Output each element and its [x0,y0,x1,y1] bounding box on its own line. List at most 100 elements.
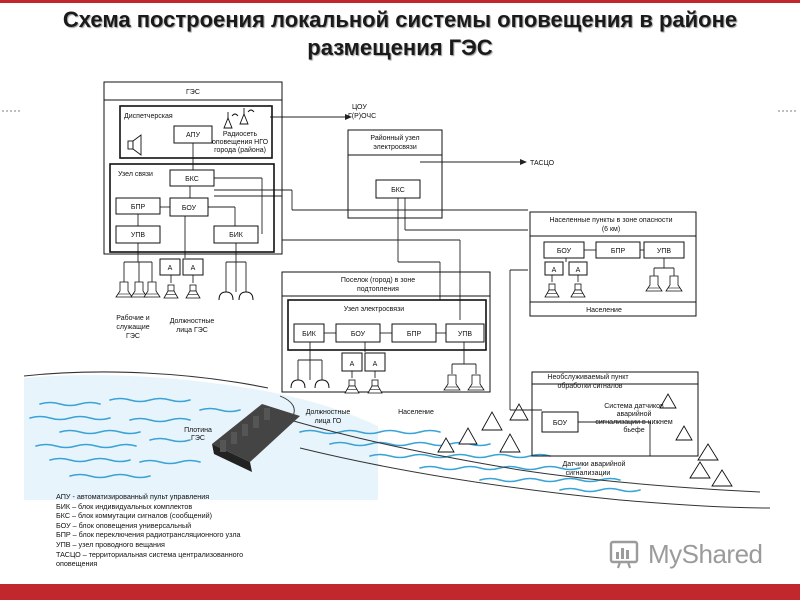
dam-graphic [212,404,300,472]
ges-amp-label-2: А [191,265,196,272]
dam-label-line2: ГЭС [191,435,205,442]
village-amp-block-1 [341,352,363,372]
ges-worker-speakers [115,281,161,298]
tsou-label-line1: ЦОУ [352,104,367,111]
comm-node-label: Узел связи [118,171,153,178]
sensor-system-label-line2: аварийной [617,410,652,418]
workers-label-line3: ГЭС [126,333,140,340]
unattended-bou-block [541,411,579,433]
ges-official-horns [163,284,201,299]
village-amp-block-2 [364,352,386,372]
ges-bou-label: БОУ [182,205,197,212]
danger-amp-label-2: А [576,267,581,274]
danger-zone-speakers [645,275,683,292]
village-label-line2: подтопления [357,286,399,293]
danger-population-label: Население [586,307,622,314]
tsou-label-line2: Г(Р)ОЧС [348,113,376,120]
apu-label: АПУ [186,132,201,139]
danger-upv-block [643,241,685,259]
legend-item: БКС – блок коммутации сигналов (сообщени… [56,511,213,521]
village-official-horns [344,379,383,394]
terrain-sensor-triangles [437,393,733,487]
ges-official-phones [218,291,254,301]
legend-item: БОУ – блок оповещения универсальный [56,520,192,530]
connection-lines [123,114,675,456]
radio-label-line1: Радиосеть [223,131,258,138]
village-bik-label: БИК [302,331,317,338]
ges-officials-label-line2: лица ГЭС [176,327,208,334]
village-population-speakers [443,374,485,391]
ges-bpr-block [115,197,161,215]
danger-amp-label-1: А [552,267,557,274]
village-bou-label: БОУ [351,331,366,338]
village-label-line1: Поселок (город) в зоне [341,277,415,284]
tasco-label: ТАСЦО [530,160,555,167]
myshared-logo-icon [609,540,639,569]
village-bpr-block [391,323,437,343]
district-node-label-line1: Районный узел [370,134,419,142]
myshared-watermark: MyShared [608,536,763,572]
village-official-phones [290,379,330,389]
district-bks-block [375,179,421,199]
ges-upv-block [115,225,161,244]
ges-bik-label: БИК [229,232,244,239]
ges-amp-block-1 [159,258,181,276]
danger-upv-label: УПВ [657,248,671,255]
dispatcher-label: Диспетчерская [124,113,173,120]
danger-bou-block [543,241,585,259]
sensor-system-label-line4: бьефе [623,426,644,434]
dam-label-line1: Плотина [184,427,212,434]
danger-zone-label-line1: Населенные пункты в зоне опасности [549,217,672,224]
ges-bks-block [169,169,215,187]
village-amp-label-1: А [350,361,355,368]
ges-amp-block-2 [182,258,204,276]
danger-bpr-block [595,241,641,259]
bottom-accent-bar [0,584,800,600]
ges-officials-label-line1: Должностные [170,318,215,325]
ges-label: ГЭС [186,89,200,96]
go-officials-label-line1: Должностные [306,409,351,416]
workers-label-line2: служащие [116,324,149,331]
radio-label-line3: города (района) [214,146,266,154]
apu-block [173,125,213,144]
ges-bou-block [169,197,209,217]
water-area [23,371,771,509]
workers-label-line1: Рабочие и [116,314,149,322]
page-title: Схема построения локальной системы опове… [62,7,738,60]
abbreviation-legend: АПУ - автоматизированный пульт управлени… [56,492,316,569]
village-bou-block [335,323,381,343]
legend-item: БПР – блок переключения радиотрансляцион… [56,530,241,540]
village-amp-label-2: А [373,361,378,368]
ges-bik-block [213,225,259,244]
unattended-label-line2: обработки сигналов [557,382,622,390]
village-bik-block [293,323,325,343]
sensors-label-line2: сигнализации [566,470,611,477]
sensors-label-line1: Датчики аварийной [563,460,626,468]
village-upv-label: УПВ [458,331,472,338]
go-officials-label-line2: лица ГО [315,418,342,425]
block-boxes [103,81,699,457]
danger-zone-horns [544,283,586,298]
ges-amp-label-1: А [168,265,173,272]
danger-bou-label: БОУ [557,248,572,255]
unattended-label-line1: Необслуживаемый пункт [547,373,629,381]
legend-item: оповещения [56,559,98,569]
ges-upv-label: УПВ [131,232,145,239]
village-node-label: Узел электросвязи [344,306,405,313]
danger-zone-label-line2: (6 км) [602,226,620,233]
ges-bks-label: БКС [185,176,199,183]
radio-label-line2: оповещения НГО [212,139,269,146]
danger-amp-block-1 [544,261,564,276]
radio-antenna-icon [223,108,255,129]
myshared-brand-text: MyShared [648,538,763,569]
district-node-label-line2: электросвязи [373,144,417,151]
legend-item: ТАСЦО – территориальная система централи… [56,549,244,559]
legend-item: УПВ – узел проводного вещания [56,539,165,549]
village-population-label: Население [398,409,434,416]
sensor-system-label-line3: сигнализации в нижнем [595,419,672,426]
village-bpr-label: БПР [407,331,422,338]
legend-item: АПУ - автоматизированный пульт управлени… [56,492,210,501]
sensor-system-label-line1: Система датчиков [604,403,664,410]
loudspeaker-icon [127,134,142,156]
danger-amp-block-2 [568,261,588,276]
